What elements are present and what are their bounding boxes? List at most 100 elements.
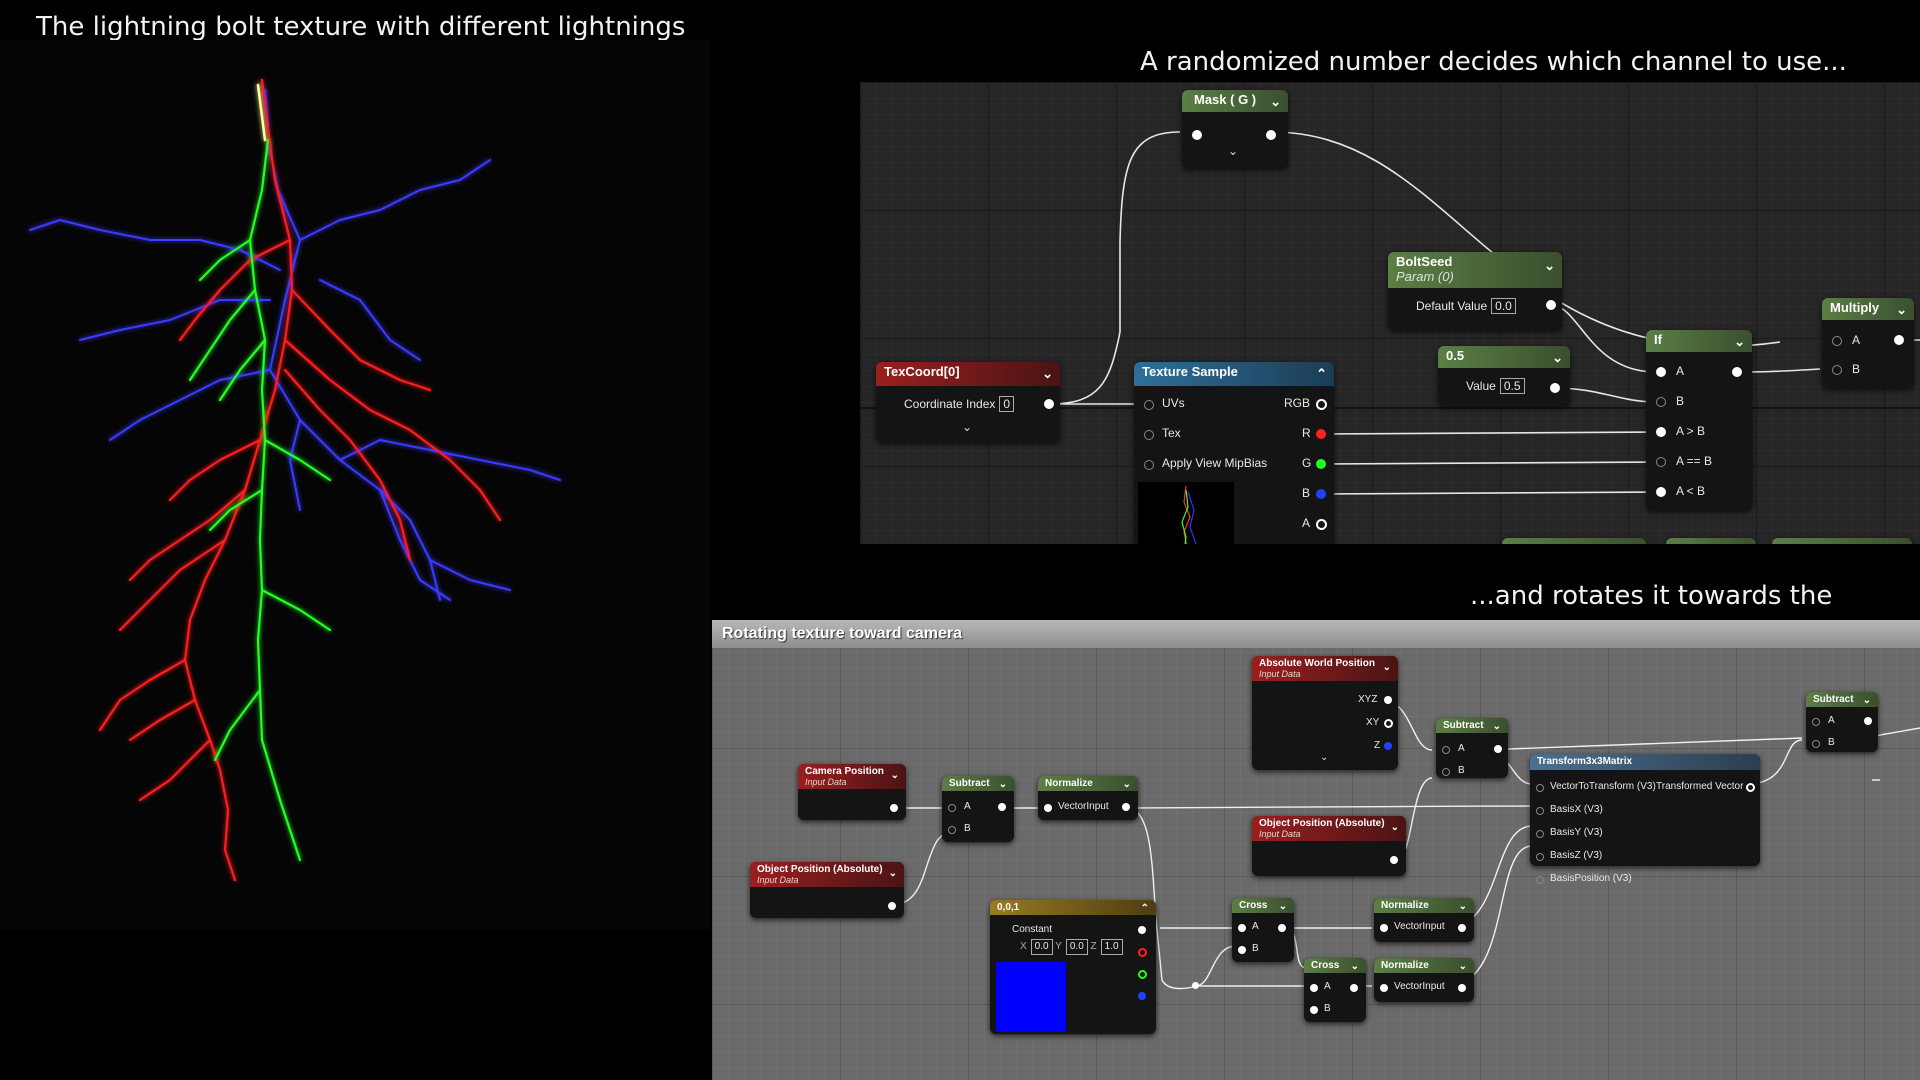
subtract-node-1-header[interactable]: Subtract⌄ <box>942 776 1014 791</box>
chevron-down-icon[interactable]: ⌄ <box>1350 961 1359 972</box>
cross-node-2[interactable]: Cross⌄ A B <box>1304 958 1366 1022</box>
cross-node-1-a-pin[interactable] <box>1238 924 1246 932</box>
mask-node-header[interactable]: Mask ( G )⌄ <box>1182 90 1288 112</box>
normalize-node-2-input-pin[interactable] <box>1380 924 1388 932</box>
object-position-node-2[interactable]: Object Position (Absolute)Input Data⌄ <box>1252 816 1406 876</box>
mask-node[interactable]: Mask ( G )⌄ ⌄ <box>1182 90 1288 168</box>
cross-node-2-a-pin[interactable] <box>1310 984 1318 992</box>
subtract-node-3-a-pin[interactable] <box>1812 718 1820 726</box>
transform-matrix-output-pin[interactable] <box>1746 783 1755 792</box>
subtract-node-3-b-pin[interactable] <box>1812 740 1820 748</box>
texture-sample-node-header[interactable]: Texture Sample⌃ <box>1134 362 1334 386</box>
if-agb-pin[interactable] <box>1656 427 1666 437</box>
subtract-node-2-a-pin[interactable] <box>1442 746 1450 754</box>
subtract-node-2-b-pin[interactable] <box>1442 768 1450 776</box>
material-graph-bottom[interactable]: Rotating texture toward camera Ab <box>712 620 1920 1080</box>
subtract-node-2-header[interactable]: Subtract⌄ <box>1436 718 1508 733</box>
chevron-up-icon[interactable]: ⌃ <box>1140 903 1149 914</box>
constant-x-field[interactable]: 0.0 <box>1030 939 1053 955</box>
texture-sample-a-pin[interactable] <box>1316 519 1327 530</box>
multiply-b-pin[interactable] <box>1832 365 1842 375</box>
chevron-down-icon[interactable]: ⌄ <box>888 868 897 879</box>
mask-input-pin[interactable] <box>1192 130 1202 140</box>
chevron-down-icon[interactable]: ⌄ <box>1270 94 1281 109</box>
constant-y-field[interactable]: 0.0 <box>1065 939 1088 955</box>
constant-vector-b-pin[interactable] <box>1138 992 1146 1000</box>
partial-node-3-header[interactable] <box>1772 538 1912 544</box>
cross-node-1-output-pin[interactable] <box>1278 924 1286 932</box>
texture-sample-g-pin[interactable] <box>1316 459 1326 469</box>
transform-matrix-node[interactable]: Transform3x3Matrix VectorToTransform (V3… <box>1530 754 1760 884</box>
subtract-node-1-b-pin[interactable] <box>948 826 956 834</box>
constant-vector-r-pin[interactable] <box>1138 948 1147 957</box>
absolute-world-position-z-pin[interactable] <box>1384 742 1392 750</box>
chevron-down-icon[interactable]: ⌄ <box>1320 752 1329 763</box>
subtract-node-3-output-pin[interactable] <box>1864 717 1872 725</box>
mask-output-pin[interactable] <box>1266 130 1276 140</box>
subtract-node-1-a-pin[interactable] <box>948 804 956 812</box>
if-output-pin[interactable] <box>1732 367 1742 377</box>
texture-sample-node[interactable]: Texture Sample⌃ UVs Tex Apply View MipBi… <box>1134 362 1334 544</box>
reroute-pin[interactable] <box>1192 982 1199 989</box>
chevron-up-icon[interactable]: ⌃ <box>1316 366 1327 381</box>
chevron-down-icon[interactable]: ⌄ <box>1042 366 1053 381</box>
if-b-pin[interactable] <box>1656 397 1666 407</box>
texture-sample-tex-pin[interactable] <box>1144 430 1154 440</box>
chevron-down-icon[interactable]: ⌄ <box>1552 350 1563 365</box>
chevron-down-icon[interactable]: ⌄ <box>1896 302 1907 317</box>
constant-vector-output-pin[interactable] <box>1138 926 1146 934</box>
partial-node-3[interactable] <box>1772 538 1912 544</box>
normalize-node-3[interactable]: Normalize⌄ VectorInput <box>1374 958 1474 1002</box>
transform-matrix-basisz-pin[interactable] <box>1536 853 1544 861</box>
cross-node-2-output-pin[interactable] <box>1350 984 1358 992</box>
partial-node-1-header[interactable] <box>1502 538 1646 544</box>
object-position-node-1[interactable]: Object Position (Absolute)Input Data⌄ <box>750 862 904 918</box>
partial-node-2[interactable] <box>1666 538 1756 544</box>
constant-half-value-field[interactable]: 0.5 <box>1499 378 1525 394</box>
cross-node-1[interactable]: Cross⌄ A B <box>1232 898 1294 962</box>
normalize-node-1[interactable]: Normalize⌄ VectorInput <box>1038 776 1138 820</box>
texcoord-node-header[interactable]: TexCoord[0]⌄ <box>876 362 1060 386</box>
cross-node-2-header[interactable]: Cross⌄ <box>1304 958 1366 973</box>
normalize-node-2-output-pin[interactable] <box>1458 924 1466 932</box>
texture-sample-rgb-pin[interactable] <box>1316 399 1327 410</box>
chevron-down-icon[interactable]: ⌄ <box>998 779 1007 790</box>
transform-matrix-header[interactable]: Transform3x3Matrix <box>1530 754 1760 770</box>
camera-position-output-pin[interactable] <box>890 804 898 812</box>
chevron-down-icon[interactable]: ⌄ <box>1458 961 1467 972</box>
comment-box-title[interactable]: Rotating texture toward camera <box>712 620 1920 648</box>
normalize-node-1-header[interactable]: Normalize⌄ <box>1038 776 1138 791</box>
texture-sample-mip-pin[interactable] <box>1144 460 1154 470</box>
object-position-1-output-pin[interactable] <box>888 902 896 910</box>
constant-z-field[interactable]: 1.0 <box>1100 939 1123 955</box>
normalize-node-3-input-pin[interactable] <box>1380 984 1388 992</box>
transform-matrix-vector-pin[interactable] <box>1536 784 1544 792</box>
constant-half-node-header[interactable]: 0.5⌄ <box>1438 346 1570 368</box>
multiply-node-header[interactable]: Multiply⌄ <box>1822 298 1914 320</box>
normalize-node-3-output-pin[interactable] <box>1458 984 1466 992</box>
if-node[interactable]: If⌄ A B A > B A == B A < B <box>1646 330 1752 510</box>
constant-half-output-pin[interactable] <box>1550 383 1560 393</box>
cross-node-1-b-pin[interactable] <box>1238 946 1246 954</box>
boltseed-output-pin[interactable] <box>1546 300 1556 310</box>
chevron-down-icon[interactable]: ⌄ <box>1862 695 1871 706</box>
chevron-down-icon[interactable]: ⌄ <box>962 420 973 434</box>
cross-node-1-header[interactable]: Cross⌄ <box>1232 898 1294 913</box>
object-position-2-output-pin[interactable] <box>1390 856 1398 864</box>
subtract-node-3[interactable]: Subtract⌄ A B <box>1806 692 1878 752</box>
chevron-down-icon[interactable]: ⌄ <box>890 770 899 781</box>
chevron-down-icon[interactable]: ⌄ <box>1122 779 1131 790</box>
chevron-down-icon[interactable]: ⌄ <box>1458 901 1467 912</box>
normalize-node-1-input-pin[interactable] <box>1044 804 1052 812</box>
cross-node-2-b-pin[interactable] <box>1310 1006 1318 1014</box>
texture-sample-r-pin[interactable] <box>1316 429 1326 439</box>
texcoord-index-field[interactable]: 0 <box>999 396 1015 412</box>
